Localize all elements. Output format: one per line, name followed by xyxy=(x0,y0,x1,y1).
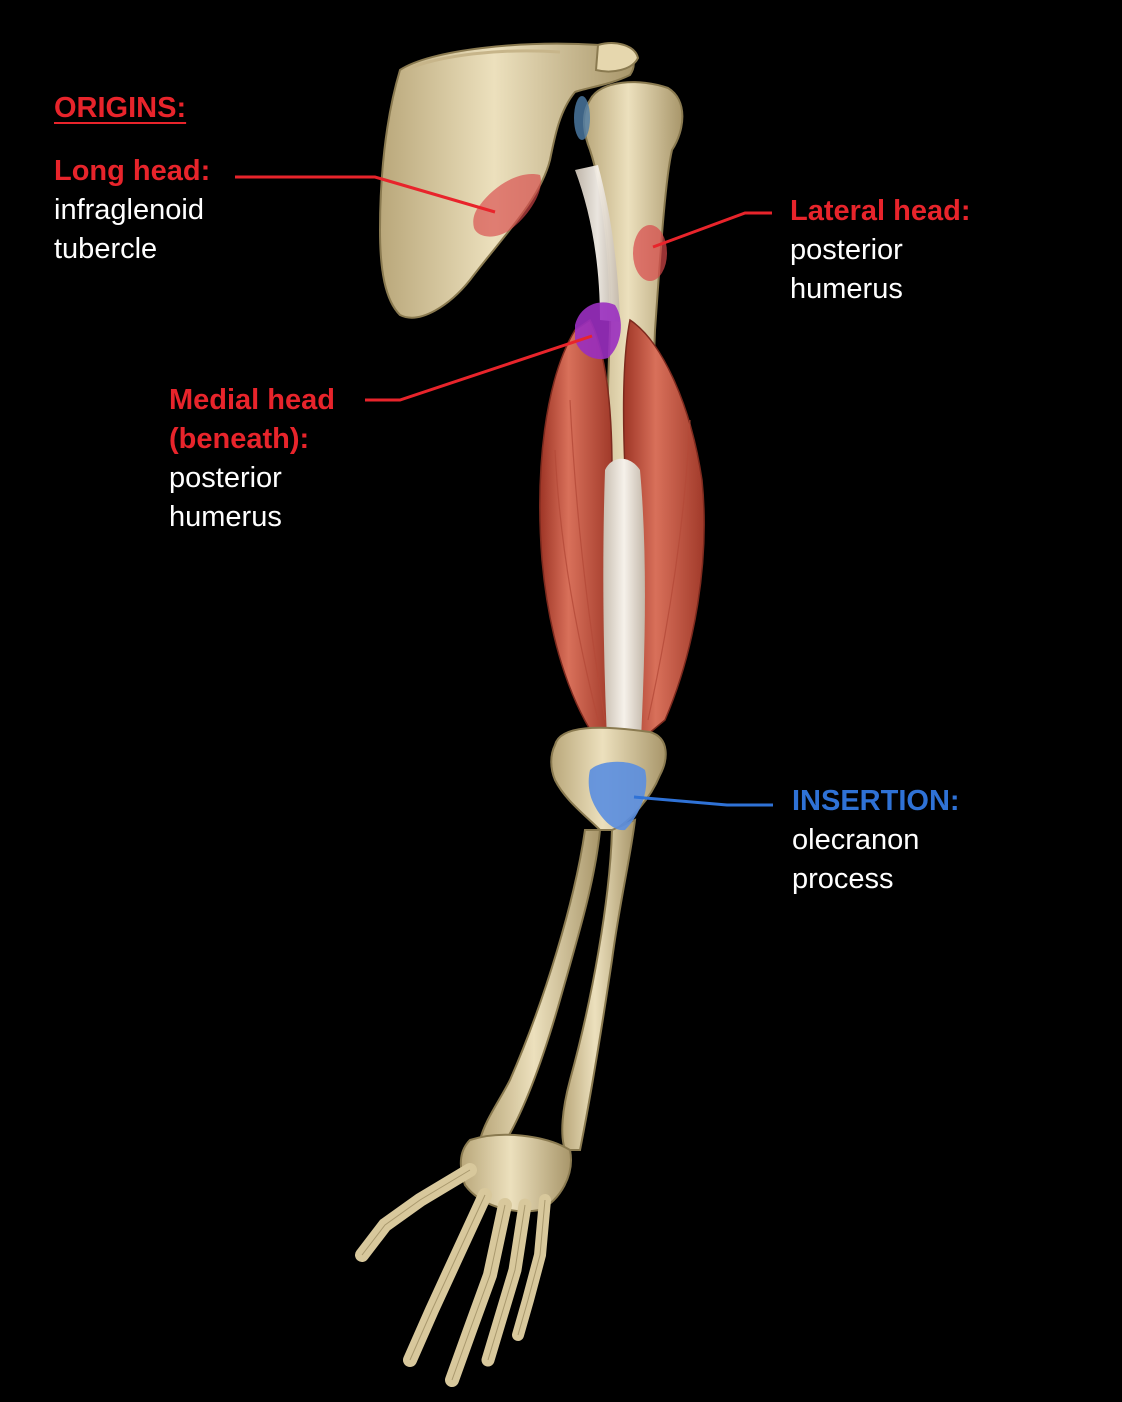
lateral-head-desc-line-1: posterior xyxy=(790,234,903,266)
lateral-head-origin-marker xyxy=(633,225,667,281)
lateral-head-heading: Lateral head: xyxy=(790,195,971,227)
scapula xyxy=(378,42,640,319)
medial-head-desc-line-1: posterior xyxy=(169,462,282,494)
medial-head-leader-line xyxy=(365,334,593,402)
medial-head-desc-line-2: humerus xyxy=(169,501,282,533)
insertion-desc-line-2: process xyxy=(792,863,894,895)
long-head-origin-marker xyxy=(473,174,541,237)
medial-head-label: Medial head (beneath): posterior humerus xyxy=(169,381,335,537)
long-head-desc-line-1: infraglenoid xyxy=(54,194,204,226)
insertion-label: INSERTION: olecranon process xyxy=(792,782,960,899)
lateral-head-label: Lateral head: posterior humerus xyxy=(790,192,971,309)
medial-head-heading-line-2: (beneath): xyxy=(169,423,310,455)
long-head-heading: Long head: xyxy=(54,155,211,187)
insertion-desc-line-1: olecranon xyxy=(792,824,920,856)
insertion-leader-line xyxy=(633,795,773,807)
medial-head-origin-marker xyxy=(575,302,621,360)
lateral-head-leader-line xyxy=(652,211,772,249)
long-head-leader-line xyxy=(235,175,496,214)
long-head-label: Long head: infraglenoid tubercle xyxy=(54,152,210,269)
origins-title: ORIGINS: xyxy=(54,92,187,124)
insertion-heading: INSERTION: xyxy=(792,785,960,817)
origin-markers xyxy=(473,174,667,360)
hand-bones xyxy=(355,1133,572,1387)
forearm-bones xyxy=(478,726,667,1152)
lateral-head-desc-line-2: humerus xyxy=(790,273,903,305)
triceps-muscle xyxy=(539,165,705,760)
insertion-marker xyxy=(588,761,647,831)
long-head-desc-line-2: tubercle xyxy=(54,233,158,265)
medial-head-heading-line-1: Medial head xyxy=(169,384,335,416)
leader-lines xyxy=(235,175,773,807)
